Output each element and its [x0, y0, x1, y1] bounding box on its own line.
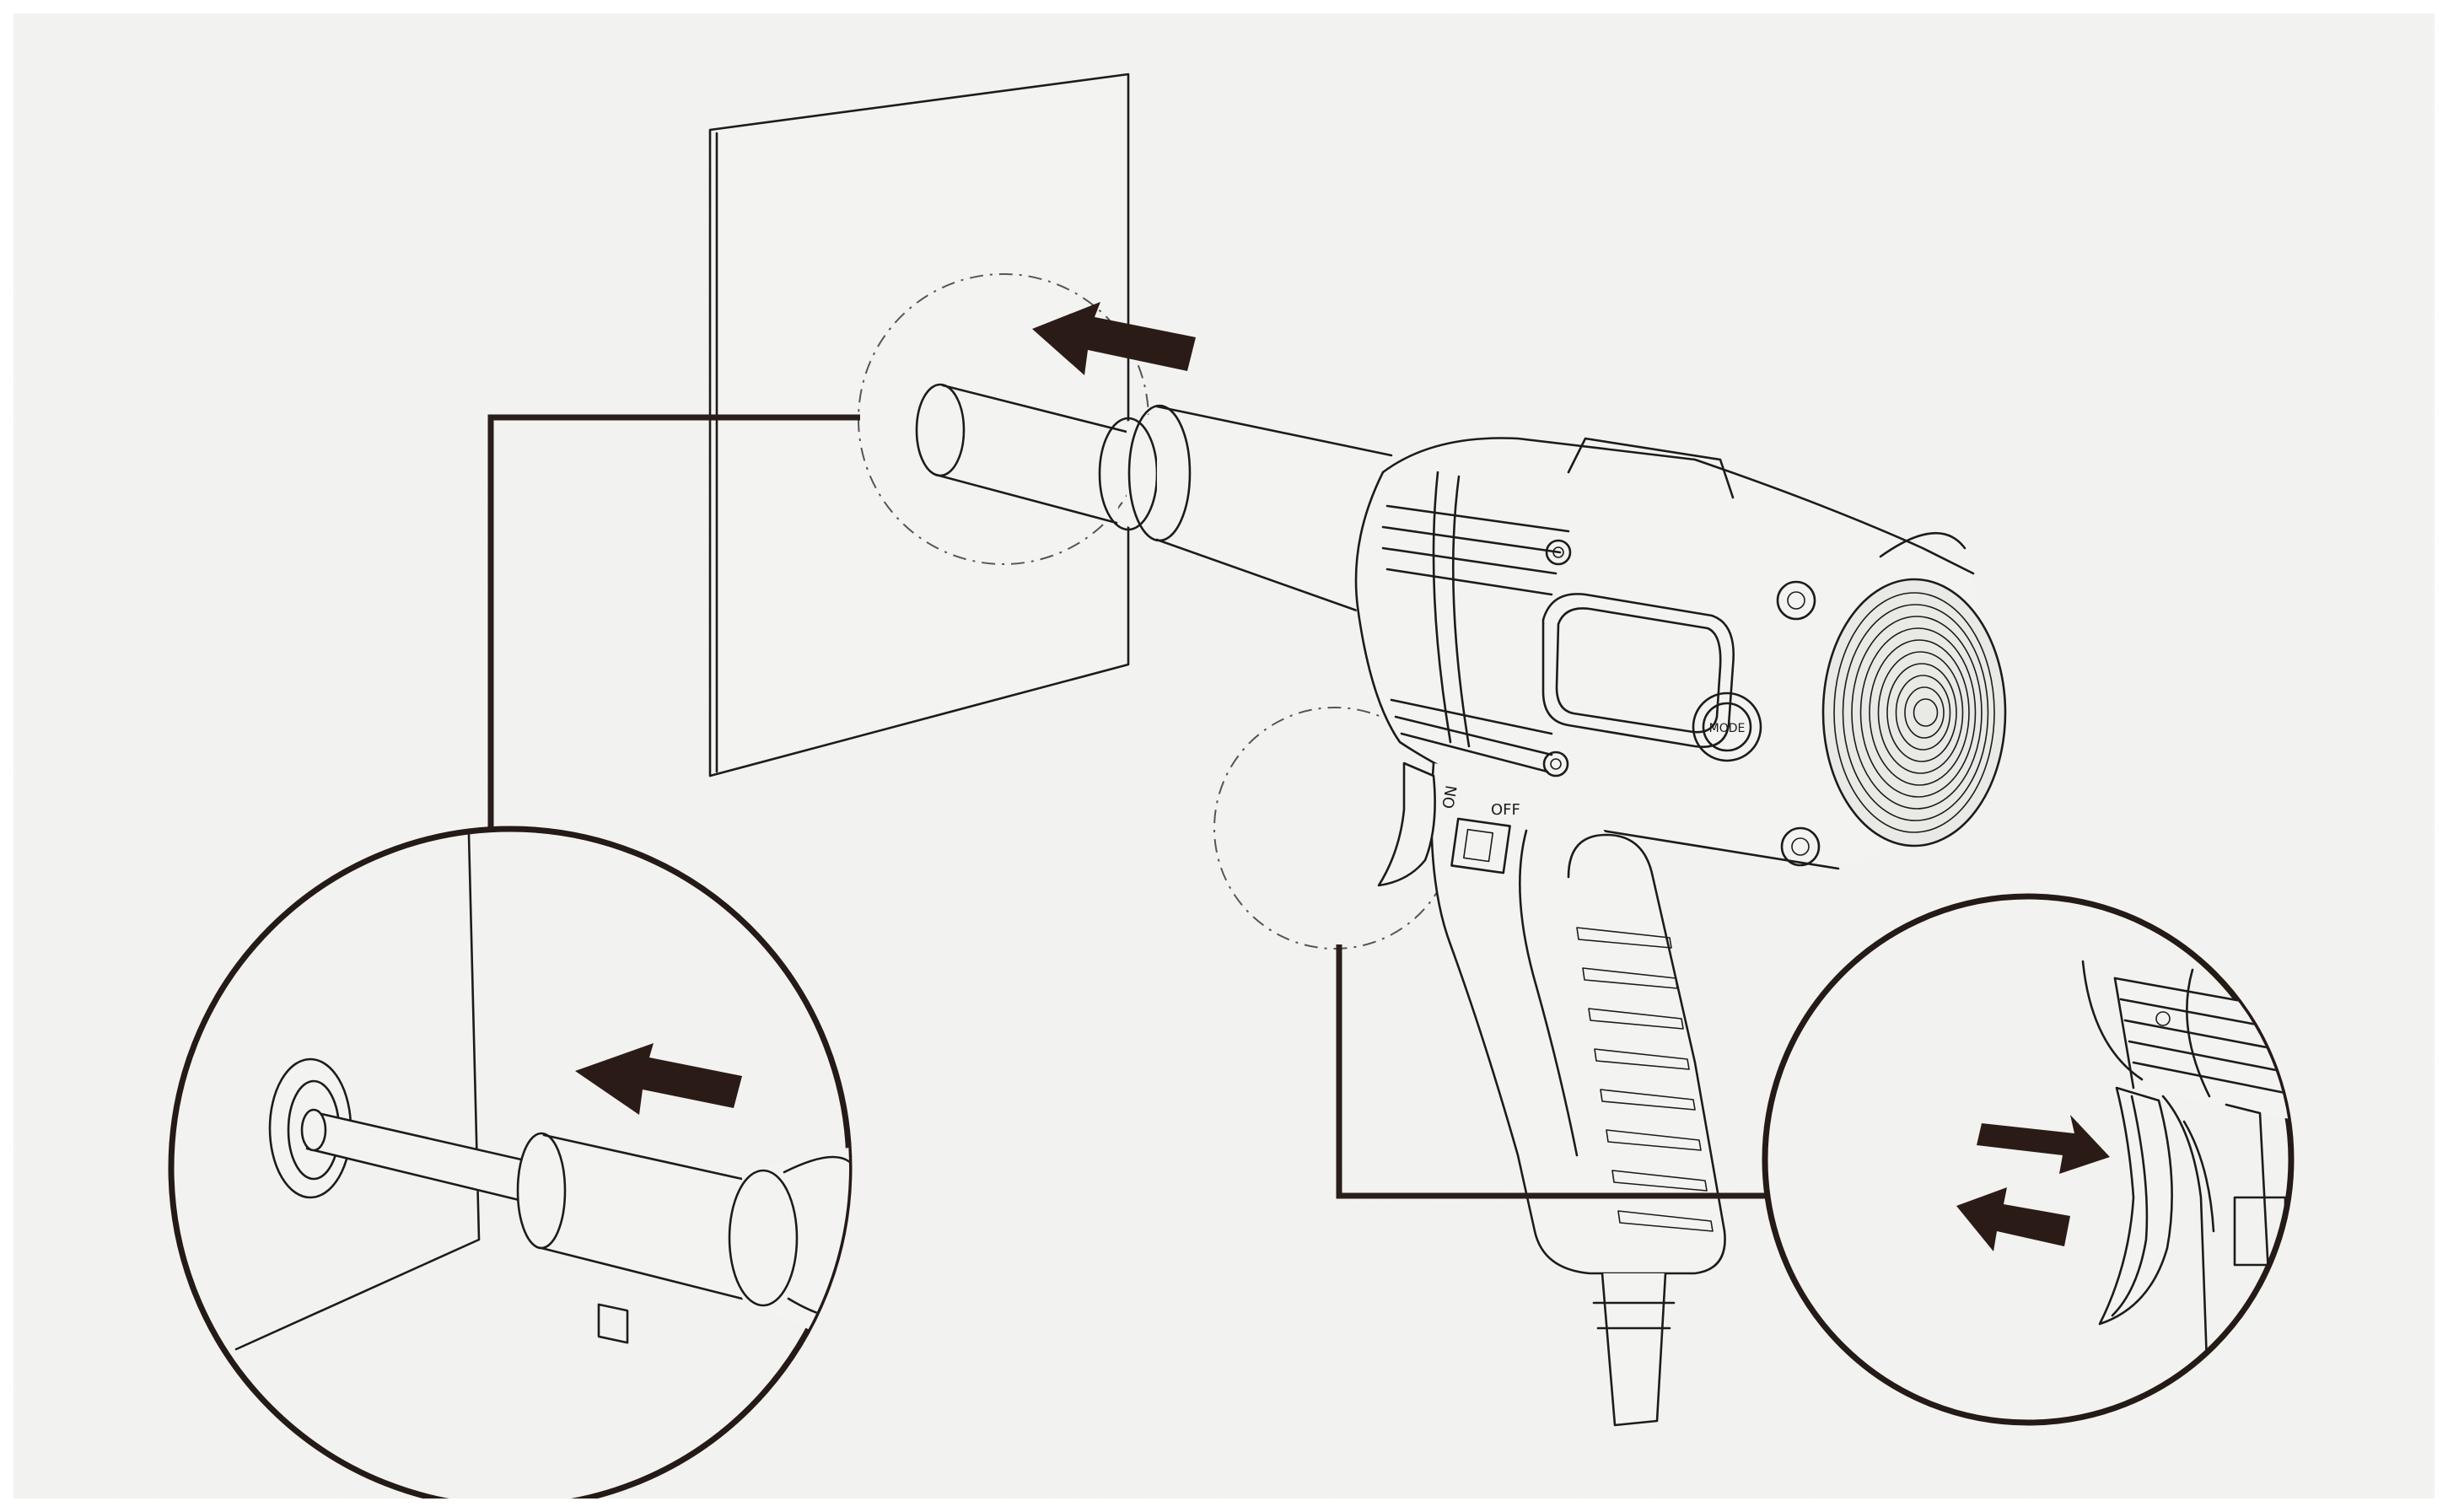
grille-ring	[1859, 627, 1977, 798]
trigger-press-arrow-icon	[1977, 1115, 2110, 1174]
push-nozzle-arrow-icon	[1032, 302, 1196, 375]
power-cord	[1592, 1272, 1676, 1427]
switch-on-label: ON	[1439, 784, 1461, 810]
trigger-release-arrow-icon	[1956, 1187, 2070, 1251]
power-switch	[1450, 817, 1511, 874]
trigger-detail-view	[1762, 893, 2295, 1426]
grip-rib	[1617, 1210, 1714, 1232]
grille-ring	[1869, 639, 1970, 786]
reducer-nozzle	[915, 383, 1393, 621]
nozzle-detail-view	[168, 826, 853, 1510]
grille-ring	[1877, 651, 1964, 774]
grille-ring	[1913, 698, 1939, 727]
switch-off-label: OFF	[1491, 801, 1520, 819]
left-callout-leader	[487, 414, 860, 831]
mode-button-label: MODE	[1709, 722, 1746, 735]
grip-rib	[1588, 1008, 1684, 1030]
push-arrow-left-detail-icon	[575, 1043, 742, 1115]
mode-button-icon	[1692, 691, 1762, 762]
grip-rib	[1576, 927, 1672, 949]
handle: ON OFF	[1377, 761, 1726, 1275]
grille-ring	[1886, 663, 1957, 762]
heat-gun-body: MODE	[1354, 437, 2007, 870]
grip-rib	[1606, 1129, 1702, 1151]
grip-rib	[1594, 1048, 1690, 1070]
trigger	[1379, 763, 1435, 885]
grip-rib	[1582, 967, 1678, 989]
grille-ring	[1895, 675, 1951, 751]
right-callout-leader	[1336, 944, 1769, 1199]
grille-ring	[1904, 686, 1945, 739]
grip-rib	[1600, 1089, 1696, 1111]
grille-ring	[1842, 604, 1989, 821]
grip-rib	[1611, 1170, 1708, 1192]
grille-ring	[1851, 616, 1983, 810]
